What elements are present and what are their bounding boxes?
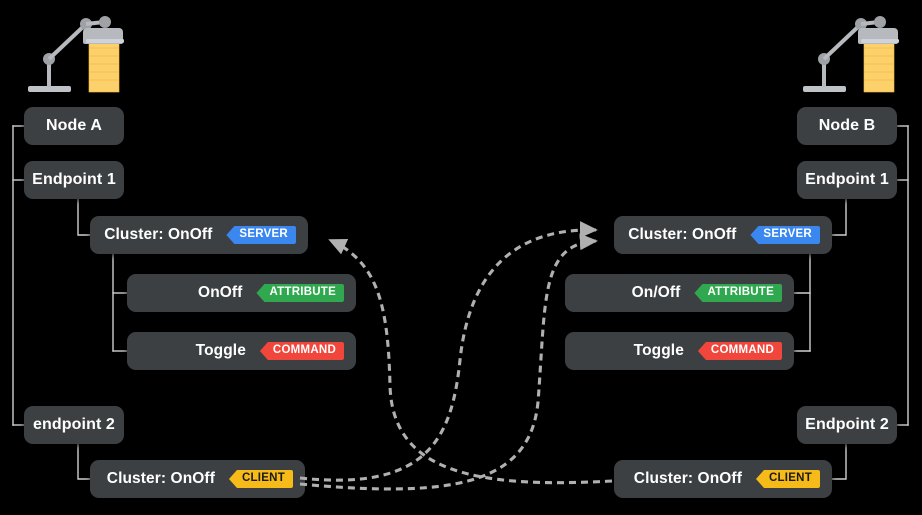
cluster-right-client-label: Cluster: OnOff: [633, 470, 742, 487]
node-b-label: Node B: [818, 117, 876, 134]
endpoint-1-label-right: Endpoint 1: [805, 171, 889, 188]
attribute-badge-right: ATTRIBUTE: [694, 284, 782, 302]
cluster-left-server-label: Cluster: OnOff: [104, 226, 213, 243]
node-box-b[interactable]: Node B: [797, 107, 897, 145]
command-row-left[interactable]: Toggle COMMAND: [127, 332, 356, 370]
command-row-right[interactable]: Toggle COMMAND: [565, 332, 794, 370]
cluster-box-left-client[interactable]: Cluster: OnOff CLIENT: [90, 460, 305, 498]
cluster-box-right-server[interactable]: Cluster: OnOff SERVER: [614, 216, 832, 254]
desk-lamp-icon-left: [28, 16, 124, 93]
server-badge-right: SERVER: [750, 226, 820, 244]
endpoint-2-label-left: endpoint 2: [33, 416, 115, 433]
cluster-box-right-client[interactable]: Cluster: OnOff CLIENT: [614, 460, 832, 498]
client-badge-left: CLIENT: [228, 470, 293, 488]
attribute-label-left: OnOff: [198, 284, 243, 301]
attribute-row-right[interactable]: On/Off ATTRIBUTE: [565, 274, 794, 312]
endpoint-1-label-left: Endpoint 1: [32, 171, 116, 188]
client-badge-right: CLIENT: [755, 470, 820, 488]
command-label-right: Toggle: [633, 342, 684, 359]
endpoint-2-label-right: Endpoint 2: [805, 416, 889, 433]
cluster-box-left-server[interactable]: Cluster: OnOff SERVER: [90, 216, 308, 254]
node-box-a[interactable]: Node A: [24, 107, 124, 145]
command-label-left: Toggle: [195, 342, 246, 359]
endpoint-box-left-2[interactable]: endpoint 2: [24, 406, 124, 444]
attribute-label-right: On/Off: [631, 284, 681, 301]
attribute-badge-left: ATTRIBUTE: [256, 284, 344, 302]
cluster-right-server-label: Cluster: OnOff: [628, 226, 737, 243]
endpoint-box-right-1[interactable]: Endpoint 1: [797, 161, 897, 199]
command-badge-right: COMMAND: [697, 342, 782, 360]
endpoint-box-left-1[interactable]: Endpoint 1: [24, 161, 124, 199]
desk-lamp-icon-right: [803, 16, 899, 93]
server-badge-left: SERVER: [226, 226, 296, 244]
endpoint-box-right-2[interactable]: Endpoint 2: [797, 406, 897, 444]
cluster-left-client-label: Cluster: OnOff: [106, 470, 215, 487]
node-a-label: Node A: [45, 117, 102, 134]
command-badge-left: COMMAND: [259, 342, 344, 360]
attribute-row-left[interactable]: OnOff ATTRIBUTE: [127, 274, 356, 312]
